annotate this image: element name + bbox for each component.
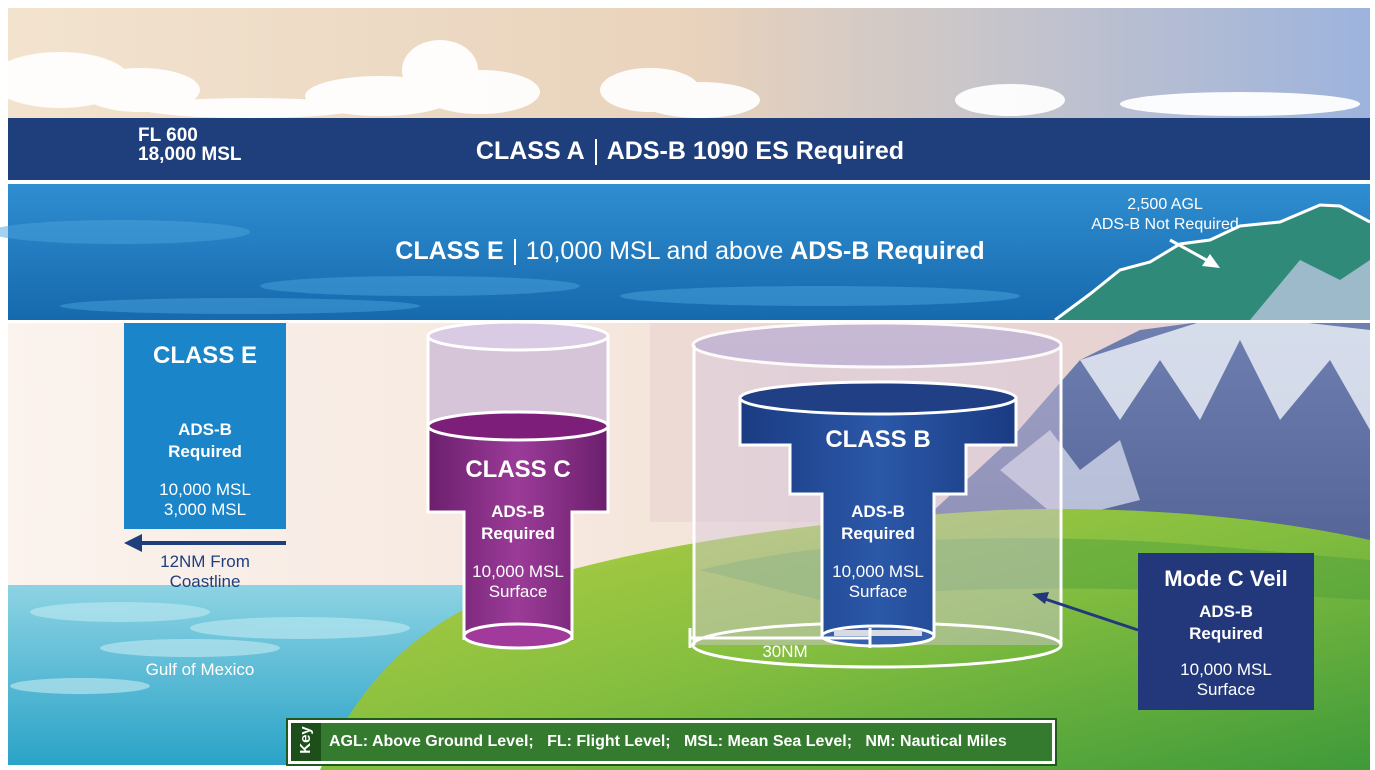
- class-b-radius-label: 30NM: [762, 642, 808, 661]
- class-a-name: CLASS A: [475, 137, 585, 165]
- class-c-name: CLASS C: [465, 456, 571, 483]
- mode-c-veil-alt-bottom: Surface: [1196, 680, 1256, 699]
- mountain-note-requirement: ADS-B Not Required: [1091, 216, 1239, 233]
- mode-c-veil-alt-top: 10,000 MSL: [1180, 660, 1272, 679]
- class-e-separator: [513, 239, 516, 266]
- key-legend: Key AGL: Above Ground Level; FL: Flight …: [288, 720, 1055, 764]
- class-b-req-1: ADS-B: [851, 502, 905, 521]
- class-b-alt-bottom: Surface: [848, 582, 908, 601]
- class-e-offshore-alt-top: 10,000 MSL: [159, 480, 251, 499]
- mode-c-veil-req-1: ADS-B: [1199, 602, 1253, 621]
- class-c-alt-bottom: Surface: [488, 582, 548, 601]
- class-b-req-2: Required: [841, 524, 915, 543]
- class-e-upper-altitude: 10,000 MSL and above: [525, 237, 784, 265]
- class-a-label: CLASS A ADS-B 1090 ES Required: [420, 136, 960, 166]
- coastline-distance-1: 12NM From: [160, 552, 250, 571]
- class-e-offshore-name: CLASS E: [152, 342, 257, 369]
- mode-c-veil-name: Mode C Veil: [1164, 566, 1288, 591]
- class-e-upper-name: CLASS E: [395, 237, 504, 265]
- key-title: Key: [297, 726, 314, 754]
- class-b-alt-top: 10,000 MSL: [832, 562, 924, 581]
- class-c-alt-top: 10,000 MSL: [472, 562, 564, 581]
- class-a-requirement: ADS-B 1090 ES Required: [606, 137, 905, 165]
- class-e-offshore-alt-bottom: 3,000 MSL: [163, 500, 247, 519]
- class-e-offshore-req-1: ADS-B: [178, 420, 232, 439]
- class-b-name: CLASS B: [825, 426, 931, 453]
- class-c-req-2: Required: [481, 524, 555, 543]
- mountain-note-altitude: 2,500 AGL: [1127, 196, 1203, 213]
- class-e-upper-label: CLASS E 10,000 MSL and above ADS-B Requir…: [360, 236, 1020, 266]
- mode-c-veil-req-2: Required: [1189, 624, 1263, 643]
- key-text: AGL: Above Ground Level; FL: Flight Leve…: [329, 733, 1007, 750]
- class-a-altitude-bottom: 18,000 MSL: [138, 144, 242, 165]
- class-a-altitude-top: FL 600: [138, 125, 198, 146]
- class-e-upper-requirement: ADS-B Required: [790, 237, 985, 265]
- coastline-distance-2: Coastline: [169, 572, 241, 591]
- class-c-req-1: ADS-B: [491, 502, 545, 521]
- water-label: Gulf of Mexico: [145, 660, 255, 679]
- class-e-offshore-req-2: Required: [168, 442, 242, 461]
- class-a-separator: [594, 139, 597, 166]
- key-tag: Key: [291, 723, 321, 761]
